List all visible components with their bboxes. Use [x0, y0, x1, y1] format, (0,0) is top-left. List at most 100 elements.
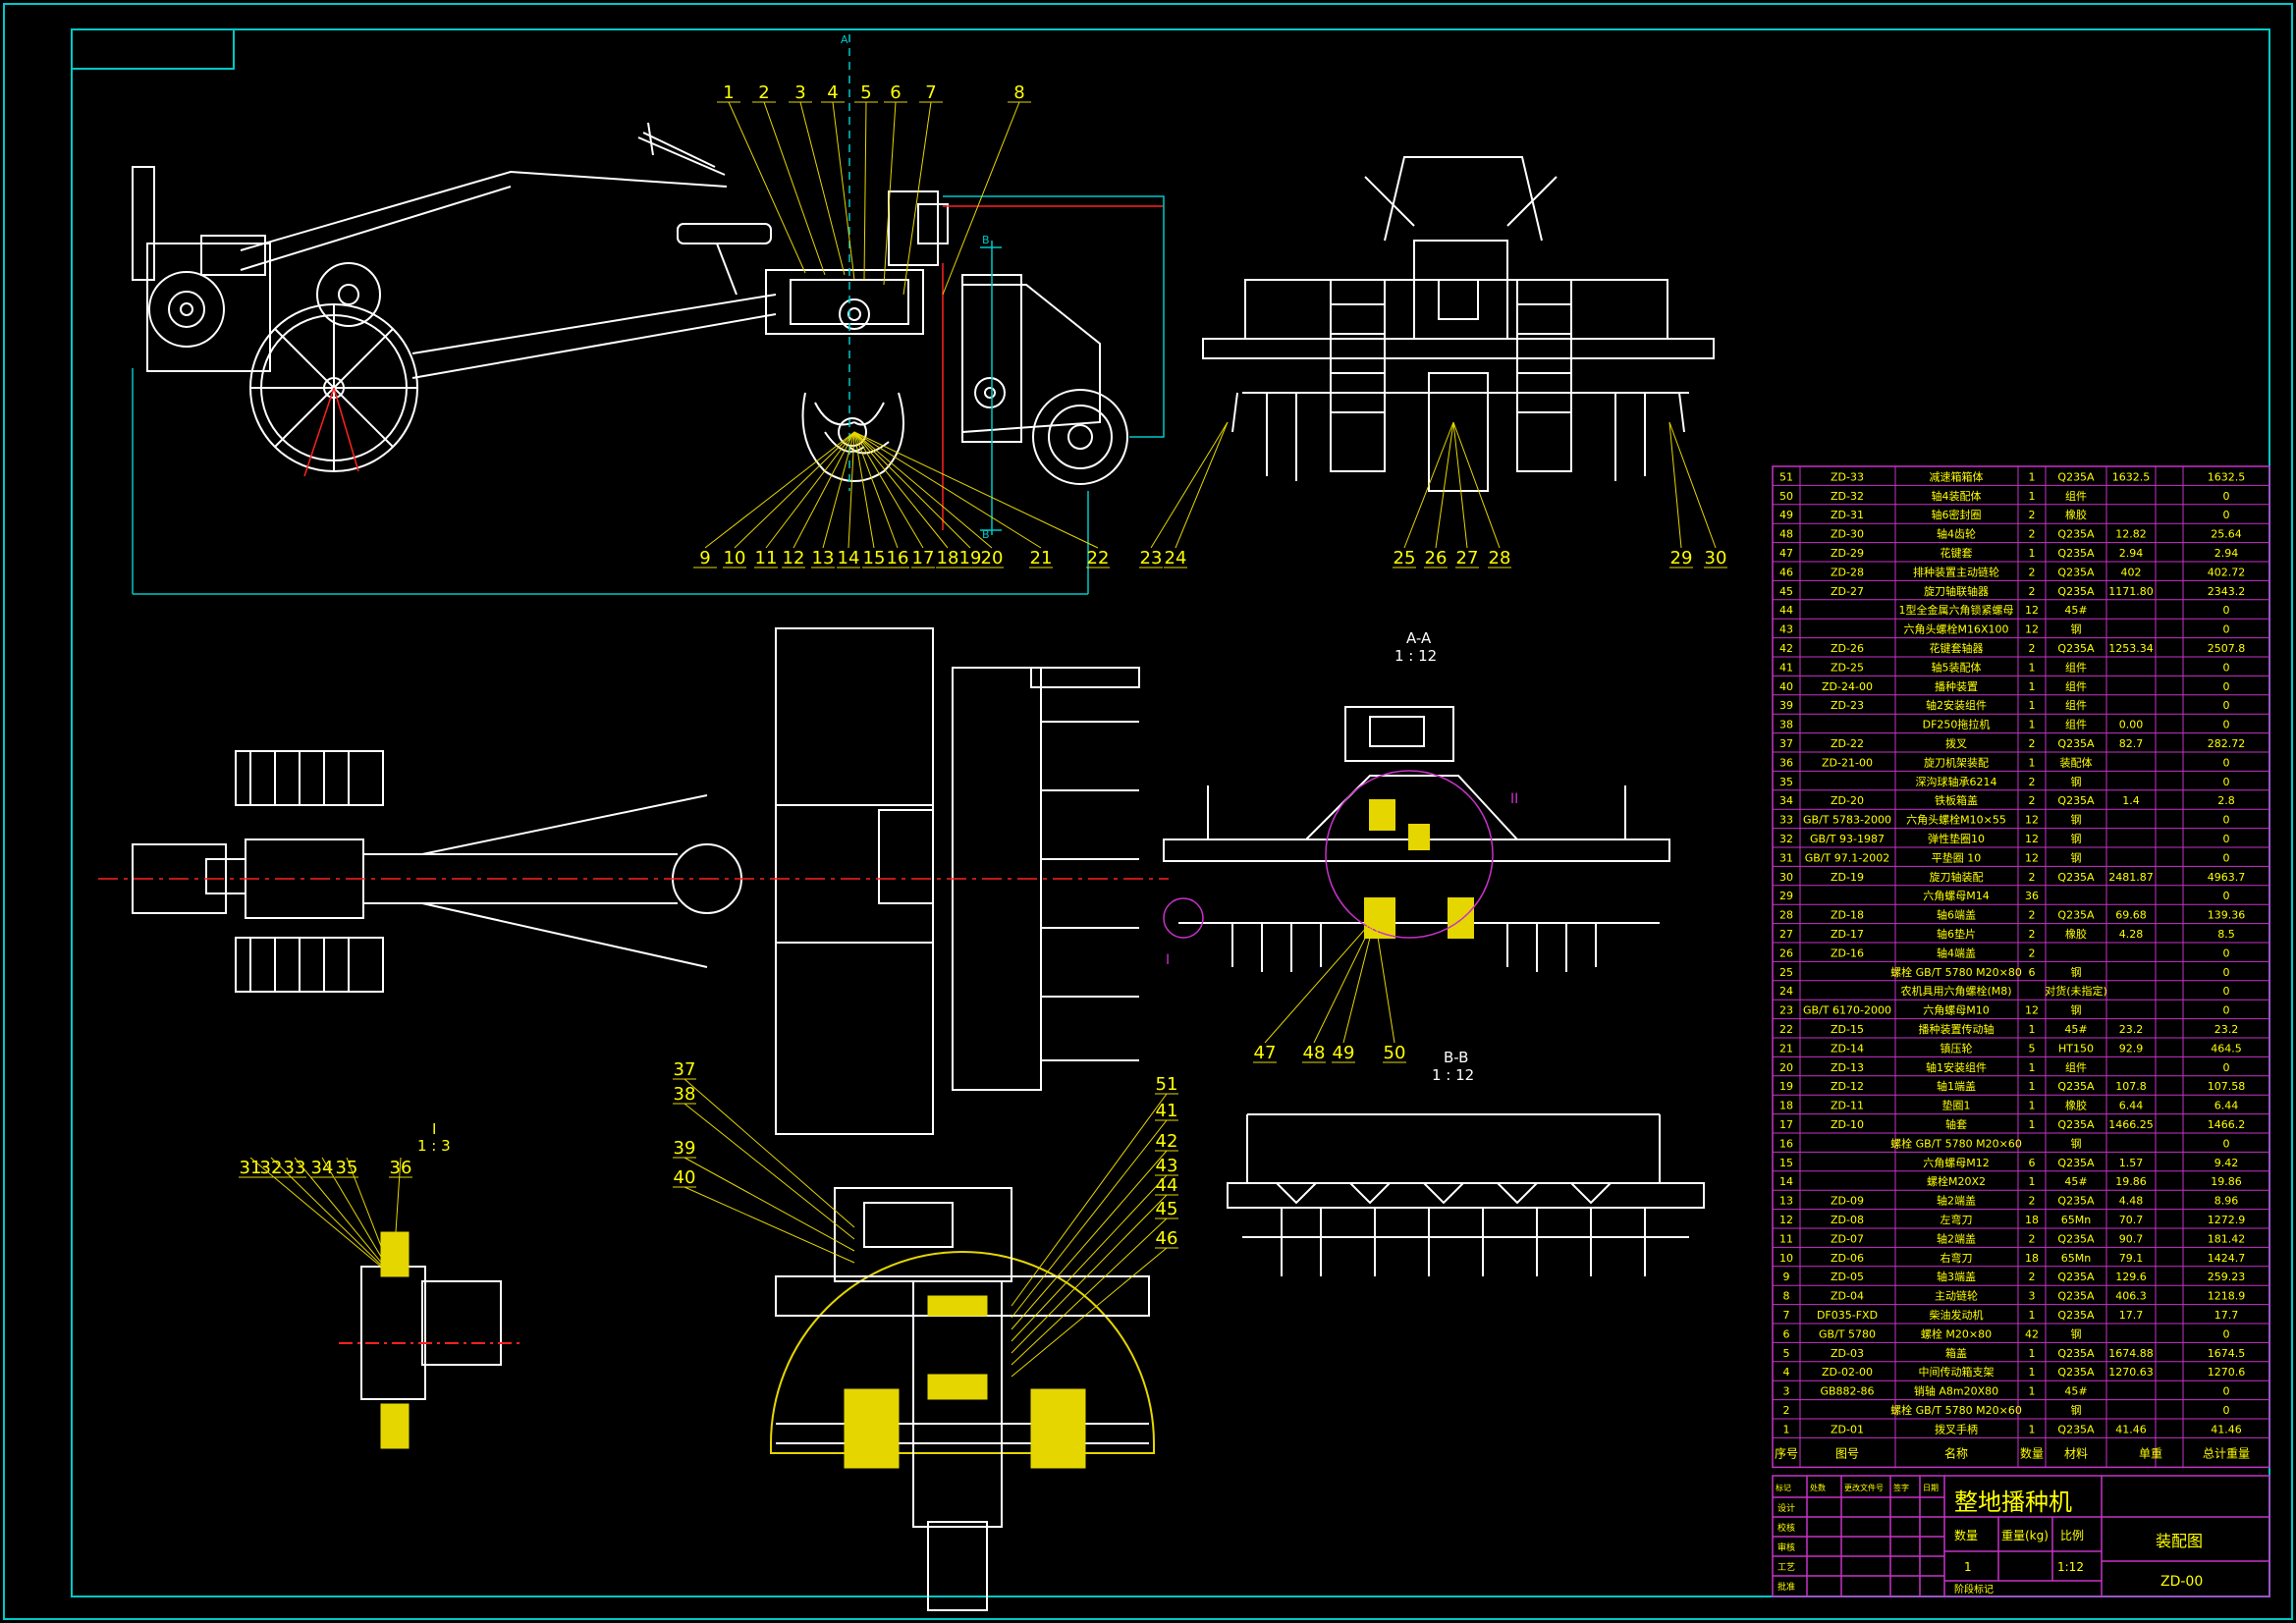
table-cell: 12 — [2025, 623, 2039, 636]
balloon-leader — [853, 431, 899, 549]
designer-label: 设计 — [1777, 1502, 1795, 1514]
view-aa-scale: 1 : 12 — [1394, 647, 1437, 665]
table-cell: 107.58 — [2208, 1080, 2246, 1093]
table-cell: 6 — [2029, 1157, 2036, 1169]
table-cell: 0 — [2223, 1327, 2230, 1340]
table-cell: 螺栓 GB/T 5780 M20×60 — [1890, 1136, 2022, 1150]
table-cell: 19.86 — [2211, 1175, 2242, 1188]
table-cell: 2 — [2029, 585, 2036, 598]
table-cell: 橡胶 — [2065, 1099, 2087, 1112]
balloon-31: 31 — [240, 1158, 262, 1178]
table-cell: 139.36 — [2208, 909, 2246, 922]
table-cell: 17.7 — [2214, 1309, 2239, 1322]
aa-gear-highlights — [1364, 799, 1474, 939]
table-cell: 螺栓 GB/T 5780 M20×60 — [1890, 1403, 2022, 1417]
table-cell: 1.57 — [2119, 1157, 2144, 1169]
table-cell: Q235A — [2057, 547, 2095, 560]
table-cell: ZD-20 — [1831, 794, 1864, 807]
table-cell: 9 — [1783, 1271, 1790, 1283]
table-cell: 6 — [2029, 966, 2036, 979]
detail-ii-outline — [770, 1251, 1155, 1454]
table-cell: 轴1端盖 — [1937, 1079, 1976, 1093]
table-cell: ZD-17 — [1831, 928, 1864, 941]
table-cell: 钢 — [2071, 623, 2082, 636]
table-cell: 7 — [1783, 1309, 1790, 1322]
table-cell: 镇压轮 — [1941, 1041, 1973, 1055]
balloon-4: 4 — [827, 82, 838, 103]
table-cell: 1 — [2029, 680, 2036, 693]
balloon-3: 3 — [794, 82, 805, 103]
table-cell: ZD-05 — [1831, 1271, 1864, 1283]
table-cell: ZD-08 — [1831, 1214, 1864, 1226]
drawing-number: ZD-00 — [2160, 1574, 2203, 1590]
table-cell: ZD-24-00 — [1822, 680, 1873, 693]
view-aa — [1163, 706, 1670, 972]
table-cell: 0 — [2223, 623, 2230, 636]
table-cell: 播种装置 — [1935, 679, 1978, 693]
table-cell: 组件 — [2065, 718, 2087, 731]
table-cell: 5 — [2029, 1042, 2036, 1055]
table-cell: 排种装置主动链轮 — [1913, 565, 1999, 578]
table-cell: 1674.88 — [2108, 1347, 2154, 1360]
table-cell: ZD-14 — [1831, 1042, 1864, 1055]
table-header-cell: 图号 — [1835, 1446, 1859, 1460]
balloon-16: 16 — [887, 548, 909, 568]
table-cell: 2 — [2029, 1195, 2036, 1208]
table-cell: 1 — [2029, 1366, 2036, 1379]
table-cell: 0 — [2223, 1385, 2230, 1398]
detail-i-scale: 1 : 3 — [417, 1137, 451, 1155]
table-cell: 46 — [1779, 566, 1793, 578]
balloon-leader — [1313, 917, 1376, 1044]
balloon-leader — [1452, 421, 1501, 549]
table-cell: 主动链轮 — [1935, 1289, 1978, 1303]
table-cell: 27 — [1779, 928, 1793, 941]
table-cell: Q235A — [2057, 1232, 2095, 1245]
table-cell: 弹性垫圈10 — [1928, 832, 1985, 845]
table-cell: 2481.87 — [2108, 871, 2154, 884]
balloon-38: 38 — [674, 1084, 696, 1105]
balloon-35: 35 — [336, 1158, 358, 1178]
table-cell: Q235A — [2057, 1118, 2095, 1131]
balloon-leader — [683, 1157, 855, 1252]
table-cell: 0 — [2223, 966, 2230, 979]
table-cell: ZD-15 — [1831, 1023, 1864, 1036]
table-cell: 92.9 — [2119, 1042, 2144, 1055]
table-cell: 1 — [2029, 547, 2036, 560]
balloon-leader — [853, 431, 949, 549]
balloon-17: 17 — [912, 548, 935, 568]
table-cell: 1171.80 — [2108, 585, 2154, 598]
table-cell: 2 — [2029, 928, 2036, 941]
table-cell: 0 — [2223, 719, 2230, 731]
table-cell: Q235A — [2057, 1195, 2095, 1208]
balloon-48: 48 — [1303, 1043, 1326, 1063]
table-cell: 六角头螺栓M16X100 — [1903, 622, 2008, 636]
table-cell: 50 — [1779, 490, 1793, 503]
balloon-39: 39 — [674, 1138, 696, 1159]
table-cell: 1 — [2029, 1080, 2036, 1093]
table-cell: 25 — [1779, 966, 1793, 979]
table-cell: 0 — [2223, 947, 2230, 959]
balloon-10: 10 — [724, 548, 746, 568]
table-cell: 12 — [2025, 1004, 2039, 1017]
table-cell: 42 — [1779, 642, 1793, 655]
balloon-51: 51 — [1156, 1074, 1178, 1095]
table-cell: 轴2端盖 — [1937, 1231, 1976, 1245]
table-cell: ZD-22 — [1831, 737, 1864, 750]
balloon-leader — [683, 1078, 855, 1228]
table-cell: 钢 — [2071, 776, 2082, 788]
table-cell: 11 — [1779, 1232, 1793, 1245]
table-cell: 1218.9 — [2208, 1290, 2246, 1303]
table-cell: 0 — [2223, 776, 2230, 788]
table-cell: GB/T 97.1-2002 — [1805, 851, 1889, 864]
table-cell: Q235A — [2057, 1347, 2095, 1360]
table-cell: 90.7 — [2119, 1232, 2144, 1245]
